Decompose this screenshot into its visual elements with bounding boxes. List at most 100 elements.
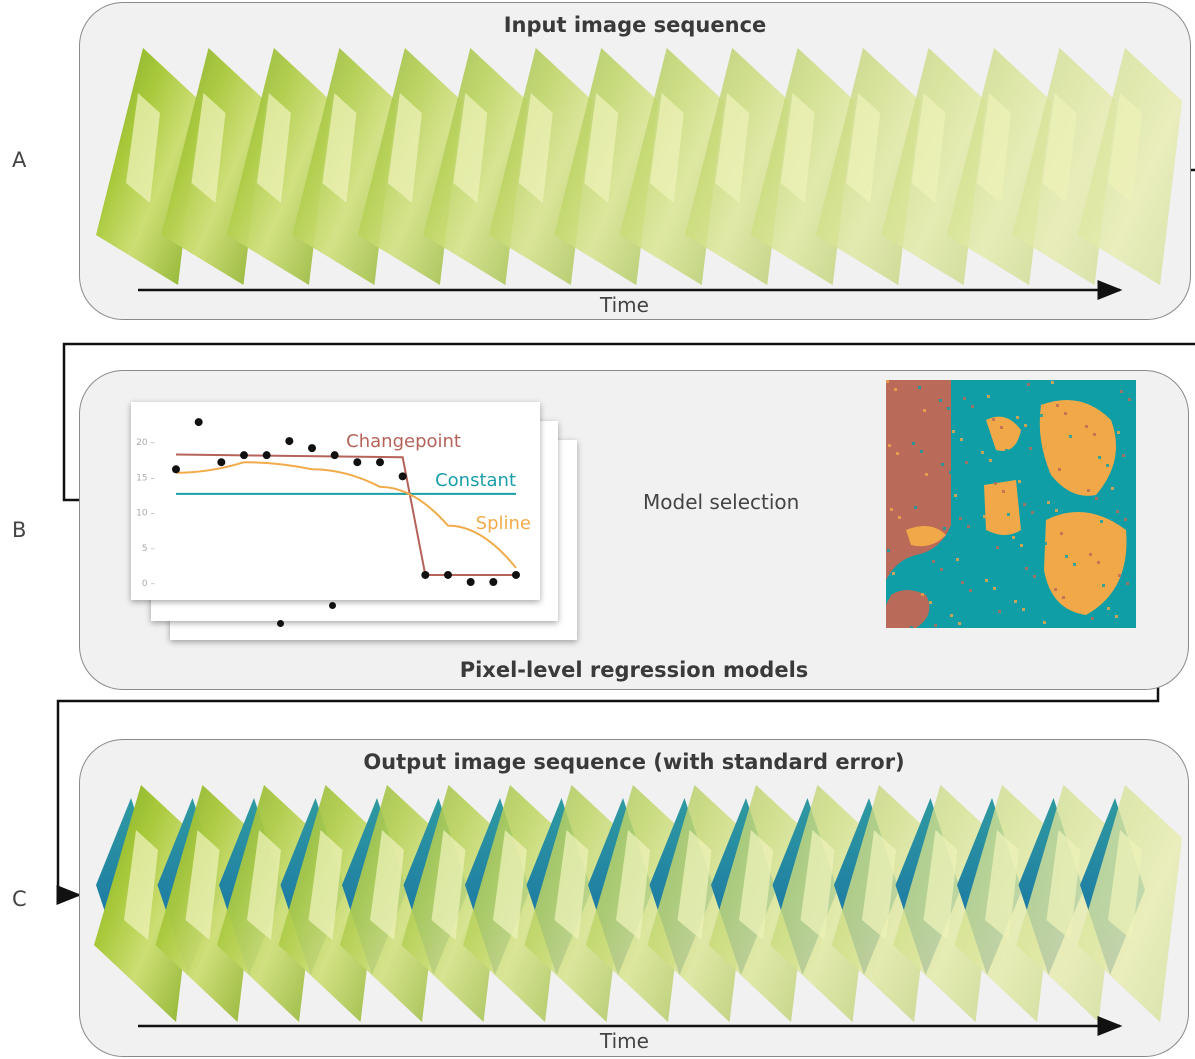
y-tick-label: 15 – — [136, 473, 155, 483]
image-frame — [770, 785, 875, 1022]
map-speckle — [908, 562, 911, 565]
image-frame — [401, 785, 506, 1022]
map-speckle — [887, 549, 890, 552]
map-speckle — [945, 591, 948, 594]
map-speckle — [960, 438, 963, 441]
map-speckle — [1045, 437, 1048, 440]
map-speckle — [1034, 470, 1037, 473]
map-speckle — [892, 572, 895, 575]
map-speckle — [1117, 431, 1120, 434]
map-speckle — [1095, 497, 1098, 500]
map-speckle — [925, 473, 928, 476]
map-speckle — [1002, 490, 1005, 493]
map-speckle — [936, 440, 939, 443]
map-speckle — [1071, 499, 1074, 502]
map-region-spline — [986, 416, 1021, 451]
map-region-spline — [984, 480, 1021, 535]
map-speckle — [992, 418, 995, 421]
map-speckle — [1089, 553, 1092, 556]
image-frame — [586, 785, 690, 1022]
series-label: Constant — [435, 470, 516, 491]
map-speckle — [1056, 404, 1059, 407]
time-axis-a — [138, 280, 1123, 300]
map-speckle — [1020, 544, 1023, 547]
map-speckle — [1109, 423, 1112, 426]
map-speckle — [912, 442, 915, 445]
map-speckle — [1012, 536, 1015, 539]
map-speckle — [976, 428, 979, 431]
map-region-changepoint — [886, 590, 930, 628]
row-label-a: A — [12, 148, 27, 172]
panel-c-title: Output image sequence (with standard err… — [363, 750, 905, 774]
map-speckle — [934, 624, 937, 627]
map-speckle — [1084, 530, 1087, 533]
map-speckle — [1118, 574, 1121, 577]
image-frame — [463, 785, 567, 1022]
map-speckle — [1023, 503, 1026, 506]
image-frame — [94, 785, 198, 1022]
time-label-a: Time — [600, 293, 649, 317]
map-speckle — [1131, 605, 1134, 608]
map-speckle — [918, 386, 921, 389]
map-speckle — [1111, 487, 1114, 490]
map-speckle — [1074, 458, 1077, 461]
map-speckle — [932, 560, 935, 563]
map-speckle — [969, 589, 972, 592]
map-speckle — [963, 397, 966, 400]
map-speckle — [927, 537, 930, 540]
map-speckle — [1054, 588, 1057, 591]
input-frames — [96, 48, 1182, 285]
map-speckle — [1135, 485, 1136, 488]
map-speckle — [897, 595, 900, 598]
image-frame — [1078, 48, 1182, 285]
map-speckle — [998, 610, 1001, 613]
map-speckle — [950, 614, 953, 617]
series-line-changepoint — [175, 453, 516, 576]
output-sequence-panel: Output image sequence (with standard err… — [79, 739, 1189, 1057]
map-speckle — [965, 461, 968, 464]
map-speckle — [1067, 619, 1070, 622]
data-point — [262, 451, 271, 460]
y-tick-label: 0 – — [142, 579, 156, 589]
map-speckle — [1055, 509, 1058, 512]
map-speckle — [1013, 457, 1016, 460]
map-speckle — [1031, 511, 1034, 514]
map-speckle — [1040, 414, 1043, 417]
map-speckle — [909, 483, 912, 486]
map-speckle — [1122, 454, 1125, 457]
map-speckle — [1038, 598, 1041, 601]
map-speckle — [1001, 569, 1004, 572]
image-frame — [709, 785, 813, 1022]
data-point — [398, 472, 407, 481]
map-speckle — [888, 444, 891, 447]
map-speckle — [1073, 563, 1076, 566]
map-speckle — [941, 463, 944, 466]
map-speckle — [1027, 383, 1030, 386]
map-speckle — [1124, 518, 1127, 521]
map-speckle — [985, 579, 988, 582]
map-speckle — [1116, 510, 1119, 513]
map-speckle — [1064, 412, 1067, 415]
map-speckle — [954, 494, 957, 497]
map-speckle — [1042, 478, 1045, 481]
map-speckle — [993, 587, 996, 590]
map-speckle — [1105, 543, 1108, 546]
map-speckle — [1005, 449, 1008, 452]
map-speckle — [1133, 421, 1136, 424]
map-speckle — [1033, 575, 1036, 578]
data-point — [421, 570, 430, 579]
map-speckle — [1126, 582, 1129, 585]
image-frame — [893, 785, 998, 1022]
y-tick-label: 20 – — [136, 438, 155, 448]
map-speckle — [1065, 555, 1068, 558]
map-speckle — [961, 581, 964, 584]
row-label-b: B — [12, 518, 27, 542]
input-sequence-panel: Input image sequence Time — [79, 2, 1191, 320]
y-tick-label: 5 – — [142, 544, 156, 554]
data-point — [353, 458, 362, 467]
image-frame — [524, 785, 629, 1022]
map-speckle — [916, 570, 919, 573]
data-point — [444, 570, 452, 579]
map-speckle — [982, 620, 985, 623]
